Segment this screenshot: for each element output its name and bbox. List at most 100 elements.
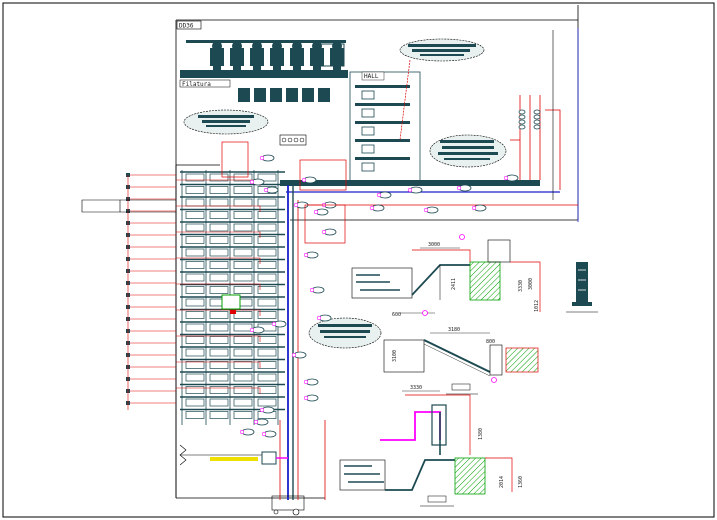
hall-duct-row [355, 85, 410, 88]
grid-cell [233, 361, 253, 369]
valve-marker [301, 176, 317, 184]
cloud-callout-middle [308, 317, 382, 349]
valve-marker [249, 178, 265, 186]
valve-marker [321, 228, 337, 236]
grid-cell [185, 223, 205, 232]
valve [533, 114, 541, 120]
grid-cell [209, 348, 229, 357]
valve-marker [303, 378, 319, 386]
section-detail-b: 3180 3100 800 [383, 327, 539, 395]
hall-duct-row [355, 157, 410, 160]
grid-cell [209, 273, 229, 282]
machine-header-bar [180, 70, 348, 78]
valve-marker [376, 191, 392, 199]
grid-cell [233, 236, 253, 244]
valve [518, 124, 526, 130]
valve [518, 109, 526, 115]
valve [518, 119, 526, 125]
grid-cell [233, 286, 253, 294]
grid-cell [257, 286, 277, 294]
grid-cell [233, 323, 253, 332]
machine-body [238, 88, 250, 102]
valve-marker [253, 418, 269, 426]
section-detail-c: 3330 1380 2014 1360 [339, 385, 524, 507]
dimension-label: 2411 [451, 278, 457, 290]
valve-marker [313, 208, 329, 216]
branch-feeders [126, 173, 261, 410]
valve-marker [303, 251, 319, 259]
hall-box [361, 144, 375, 154]
hall-duct-block: HALL [349, 71, 421, 183]
feeder-branch [176, 361, 261, 368]
grid-cell [209, 398, 229, 407]
cloud-callout-right [429, 134, 507, 168]
grid-cell [209, 198, 229, 207]
grid-cell [209, 236, 229, 244]
spinning-machine-row [186, 40, 346, 70]
valve-marker [261, 430, 277, 438]
hall-box [361, 126, 375, 136]
dimension-label: 600 [392, 312, 401, 318]
grid-cell [185, 211, 205, 219]
grid-cell [257, 273, 277, 282]
valve-marker [291, 351, 307, 359]
grid-cell [233, 311, 253, 319]
grid-cell [185, 286, 205, 294]
grid-cell [233, 248, 253, 257]
grid-cell [257, 298, 277, 307]
sheet-code-tag: DD36 [176, 20, 202, 30]
grid-cell [233, 223, 253, 232]
right-valve-stack [518, 109, 541, 130]
grid-cell [233, 386, 253, 394]
machine-body [318, 88, 330, 102]
grid-cell [209, 286, 229, 294]
grid-cell [185, 361, 205, 369]
grid-cell [257, 198, 277, 207]
grid-cell [185, 198, 205, 207]
hall-box [361, 90, 375, 100]
grid-cell [257, 261, 277, 269]
feeder-branch [176, 335, 261, 342]
dimension-label: 3330 [518, 280, 524, 292]
control-panel [279, 134, 307, 146]
machine-top-rail [186, 40, 346, 43]
grid-cell [209, 311, 229, 319]
dimension-label: 3330 [410, 385, 422, 391]
cloud-callout-left [183, 109, 269, 135]
spinning-machine [290, 41, 304, 70]
grid-cell [257, 373, 277, 382]
grid-cell [185, 298, 205, 307]
plant-label-box [179, 79, 231, 88]
valve-marker [263, 186, 279, 194]
machine-body [270, 88, 282, 102]
panel-gauge [293, 137, 299, 143]
feeder-branch [176, 309, 261, 316]
grid-cell [233, 186, 253, 194]
dimension-label: 3000 [528, 278, 534, 290]
grid-cell [257, 173, 277, 182]
valve-marker [423, 206, 439, 214]
valve [533, 124, 541, 130]
grid-cell [209, 386, 229, 394]
grid-cell [185, 373, 205, 382]
valve-marker [259, 406, 275, 414]
bottom-connector [271, 495, 305, 516]
grid-cell [185, 236, 205, 244]
grid-cell [209, 261, 229, 269]
spinning-machine [210, 41, 224, 70]
right-duct-system [510, 95, 561, 190]
grid-cell [185, 336, 205, 344]
sheet-code: DD36 [179, 23, 194, 30]
spinning-machine [270, 41, 284, 70]
spinning-machine [250, 41, 264, 70]
feeder-branch [176, 257, 261, 264]
cloud-callout-top [399, 38, 485, 62]
grid-cell [233, 348, 253, 357]
grid-cell [233, 373, 253, 382]
hall-duct-rows [355, 59, 411, 172]
feeder-branch [176, 205, 261, 212]
grid-cell [185, 323, 205, 332]
grid-cell [257, 311, 277, 319]
machine-body [286, 88, 298, 102]
dimension-label: 1380 [478, 428, 484, 440]
